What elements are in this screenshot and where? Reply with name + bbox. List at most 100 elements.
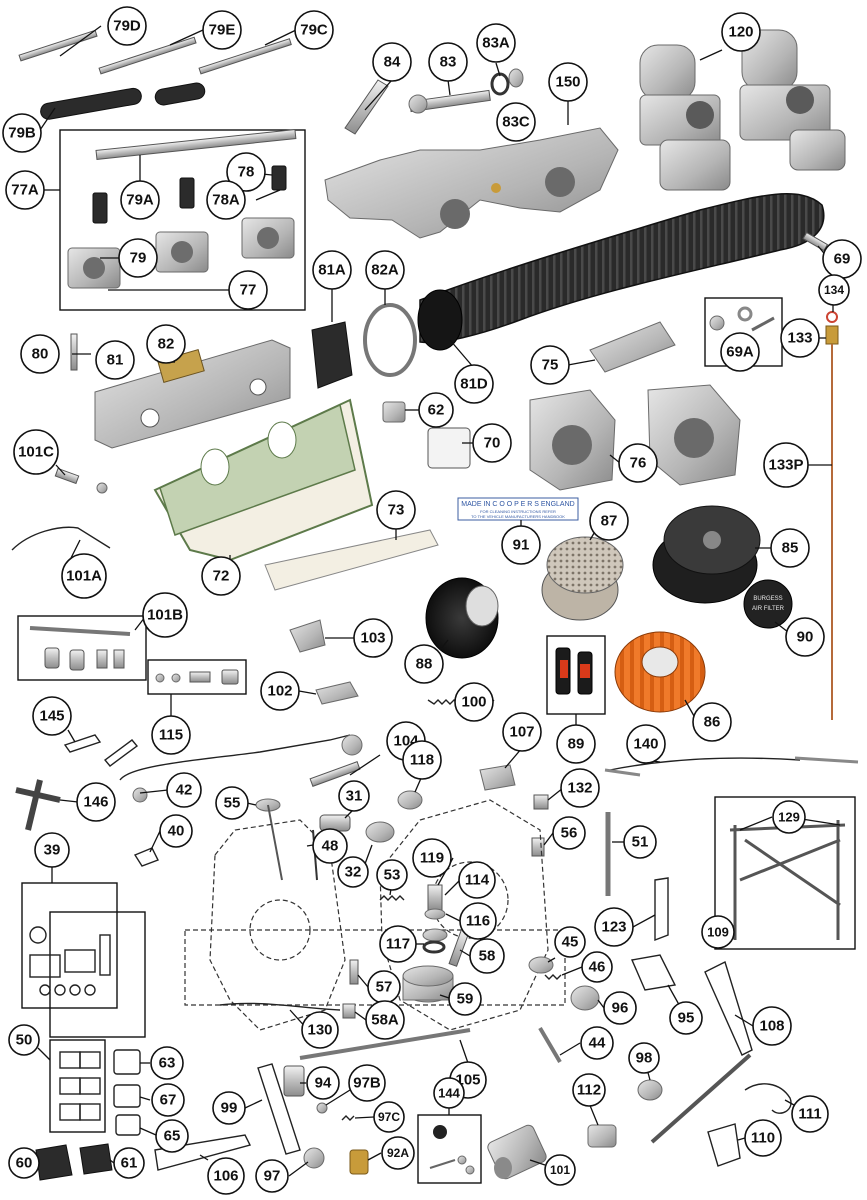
part-number: 84 <box>384 54 401 71</box>
part-number: 102 <box>267 683 292 700</box>
label-circle <box>428 42 468 82</box>
pin-icon <box>70 333 78 371</box>
part-number: 69 <box>834 251 851 268</box>
part-label-91: 91 <box>501 525 541 565</box>
part-number: 133 <box>787 330 812 347</box>
part-number: 99 <box>221 1100 238 1117</box>
part-label-79: 79 <box>118 238 158 278</box>
part-number: 73 <box>388 502 405 519</box>
gasket-icon <box>35 1144 73 1181</box>
part-label-82: 82 <box>146 324 186 364</box>
sleeve-icon <box>271 165 287 191</box>
part-label-150: 150 <box>548 62 588 102</box>
label-circle <box>120 180 160 220</box>
label-circle <box>146 324 186 364</box>
part-number: 86 <box>704 714 721 731</box>
washer-icon <box>316 1102 328 1114</box>
part-number: 70 <box>484 435 501 452</box>
label-circle <box>337 856 369 888</box>
fitting-icon <box>44 647 60 669</box>
part-number: 144 <box>438 1086 460 1101</box>
part-number: 109 <box>707 925 729 940</box>
label-circle <box>373 1101 405 1133</box>
box-50 <box>49 1039 106 1133</box>
part-label-32: 32 <box>337 856 369 888</box>
label-circle <box>472 423 512 463</box>
part-label-78a: 78A <box>206 180 246 220</box>
piston-rod-icon <box>427 884 443 911</box>
part-number: 59 <box>457 991 474 1008</box>
part-label-63: 63 <box>150 1046 184 1080</box>
part-number: 78A <box>212 192 240 209</box>
part-label-123: 123 <box>594 907 634 947</box>
part-label-56: 56 <box>552 816 586 850</box>
washer-icon <box>709 315 725 331</box>
washer-icon <box>424 908 446 920</box>
label-circle <box>581 951 613 983</box>
sleeve-icon <box>92 192 108 224</box>
bracket-icon <box>289 619 326 653</box>
box-39-front <box>21 882 118 1009</box>
part-label-132: 132 <box>560 768 600 808</box>
part-number: 103 <box>360 630 385 647</box>
part-number: 146 <box>83 794 108 811</box>
part-label-95: 95 <box>669 1001 703 1035</box>
part-drawings: MADE IN C O O P E R S ENGLAND FOR CLEANI… <box>11 29 859 1181</box>
part-number: 82A <box>371 262 399 279</box>
part-number: 88 <box>416 656 433 673</box>
washer-icon <box>422 928 448 942</box>
part-number: 97 <box>264 1168 281 1185</box>
part-number: 42 <box>176 782 193 799</box>
part-label-44: 44 <box>580 1026 614 1060</box>
part-number: 132 <box>567 780 592 797</box>
part-label-119: 119 <box>412 838 452 878</box>
plate-small-text: TO THE VEHICLE MANUFACTURERS HANDBOOK <box>471 514 565 519</box>
label-circle <box>772 800 806 834</box>
mesh-air-filter-icon <box>541 536 624 621</box>
tube-bracket-icon <box>487 1124 547 1180</box>
part-number: 82 <box>158 336 175 353</box>
coopers-plate-icon: MADE IN C O O P E R S ENGLAND FOR CLEANI… <box>457 497 579 521</box>
washer-icon <box>96 482 108 494</box>
part-number: 101B <box>147 607 183 624</box>
union-icon <box>533 794 549 810</box>
part-label-61: 61 <box>113 1147 145 1179</box>
part-number: 62 <box>428 402 445 419</box>
label-circle <box>458 861 496 899</box>
part-number: 58 <box>479 948 496 965</box>
float-cover-icon <box>570 985 600 1011</box>
part-number: 31 <box>346 788 363 805</box>
part-number: 77A <box>11 182 39 199</box>
fitting-icon <box>342 1003 356 1019</box>
part-number: 94 <box>315 1075 332 1092</box>
torsion-spring-icon <box>744 1083 792 1114</box>
part-label-83a: 83A <box>476 23 516 63</box>
part-number: 108 <box>759 1018 784 1035</box>
label-circle <box>8 1024 40 1056</box>
label-circle <box>226 152 266 192</box>
part-label-111: 111 <box>791 1095 829 1133</box>
part-number: 129 <box>778 810 800 825</box>
part-number: 111 <box>798 1106 821 1123</box>
part-label-89: 89 <box>556 724 596 764</box>
gasket-icon <box>427 427 471 469</box>
spring-arm-icon <box>704 961 753 1056</box>
label-circle <box>720 332 760 372</box>
label-circle <box>530 345 570 385</box>
part-number: 75 <box>542 357 559 374</box>
part-number: 110 <box>751 1130 775 1147</box>
label-circle <box>20 334 60 374</box>
label-circle <box>454 682 494 722</box>
label-circle <box>502 712 542 752</box>
bracket-icon <box>315 681 359 705</box>
label-circle <box>365 1000 405 1040</box>
split-pin-icon <box>751 316 775 332</box>
label-circle <box>206 180 246 220</box>
gasket-set-icon <box>29 926 111 996</box>
part-number: 79E <box>209 22 236 39</box>
part-number: 58A <box>371 1012 399 1029</box>
part-label-51: 51 <box>623 825 657 859</box>
label-circle <box>580 1026 614 1060</box>
fitting-icon <box>113 649 125 669</box>
